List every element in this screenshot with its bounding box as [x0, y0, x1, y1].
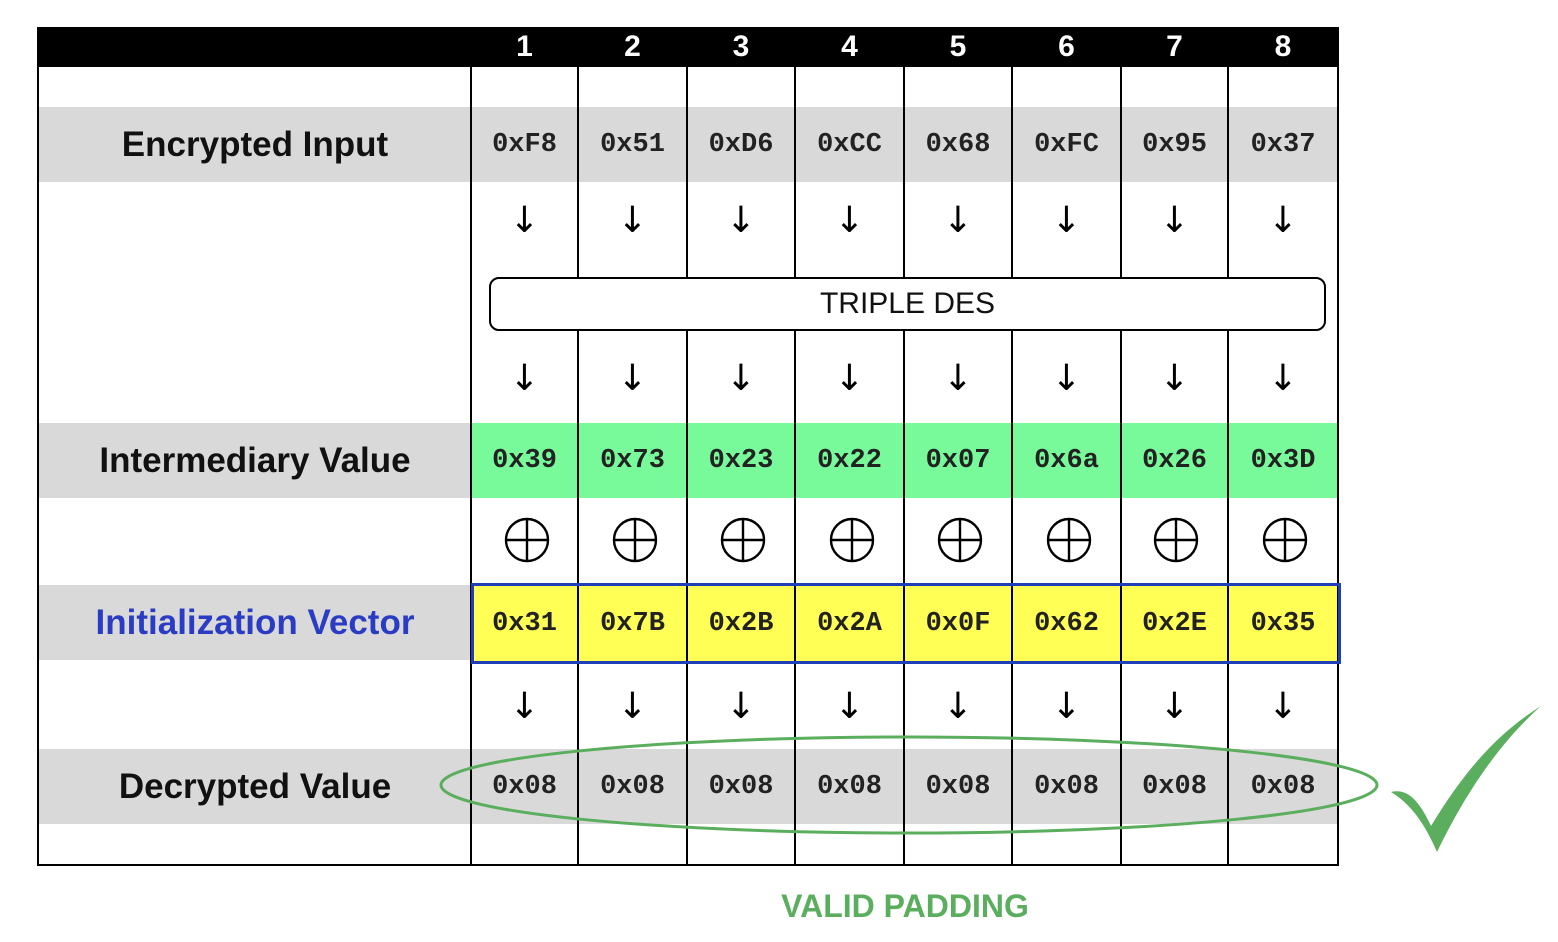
valid-padding-label: VALID PADDING — [781, 887, 1029, 924]
down-arrow-icon: ↓ — [1051, 357, 1082, 399]
encrypted-input-label: Encrypted Input — [121, 124, 389, 164]
encrypted-byte: 0x95 — [1142, 129, 1207, 160]
iv-byte: 0x2A — [817, 608, 882, 639]
down-arrow-icon: ↓ — [509, 357, 540, 399]
column-divider — [577, 27, 579, 866]
down-arrow-icon: ↓ — [1267, 199, 1299, 241]
intermediary-byte: 0x26 — [1142, 445, 1207, 476]
xor-icon — [1153, 517, 1199, 563]
valid-padding-ellipse — [439, 735, 1379, 835]
column-divider — [903, 27, 905, 866]
iv-byte: 0x31 — [492, 608, 557, 639]
iv-byte: 0x35 — [1250, 608, 1316, 639]
intermediary-byte: 0x39 — [492, 445, 557, 476]
intermediary-byte: 0x07 — [925, 445, 991, 476]
decrypted-byte: 0x08 — [925, 771, 991, 802]
intermediary-row-fill — [471, 423, 1339, 498]
encrypted-byte: 0xF8 — [492, 129, 557, 160]
column-divider — [686, 27, 688, 866]
checkmark-icon — [1391, 706, 1541, 852]
down-arrow-icon: ↓ — [725, 685, 757, 727]
down-arrow-icon: ↓ — [1051, 199, 1082, 241]
column-number: 4 — [841, 30, 858, 63]
intermediary-value-label: Intermediary Value — [99, 440, 411, 480]
iv-byte: 0x0F — [925, 608, 991, 639]
decrypted-byte: 0x08 — [1250, 771, 1316, 802]
intermediary-row-band — [39, 423, 471, 498]
down-arrow-icon: ↓ — [942, 357, 974, 399]
iv-byte: 0x62 — [1034, 608, 1099, 639]
down-arrow-icon: ↓ — [1159, 685, 1190, 727]
iv-byte: 0x2E — [1142, 608, 1207, 639]
down-arrow-icon: ↓ — [1159, 357, 1190, 399]
down-arrow-icon: ↓ — [834, 199, 865, 241]
decrypted-byte: 0x08 — [600, 771, 665, 802]
intermediary-byte: 0x3D — [1250, 445, 1316, 476]
column-divider — [1227, 27, 1229, 866]
column-number: 6 — [1058, 30, 1075, 63]
down-arrow-icon: ↓ — [617, 199, 648, 241]
encrypted-byte: 0xD6 — [708, 129, 774, 160]
column-divider — [794, 27, 796, 866]
triple-des-block: TRIPLE DES — [489, 277, 1326, 331]
column-number: 2 — [624, 30, 641, 63]
column-number: 1 — [516, 30, 533, 63]
down-arrow-icon: ↓ — [725, 199, 757, 241]
down-arrow-icon: ↓ — [942, 685, 974, 727]
down-arrow-icon: ↓ — [834, 685, 865, 727]
initialization-vector-label: Initialization Vector — [95, 602, 415, 642]
encrypted-byte: 0x37 — [1250, 129, 1316, 160]
iv-highlight-outline — [471, 583, 1341, 664]
iv-row-fill — [471, 585, 1341, 664]
column-divider — [470, 27, 472, 866]
down-arrow-icon: ↓ — [509, 685, 540, 727]
intermediary-byte: 0x73 — [600, 445, 665, 476]
xor-icon — [612, 517, 658, 563]
down-arrow-icon: ↓ — [1051, 685, 1082, 727]
iv-byte: 0x7B — [600, 608, 665, 639]
xor-icon — [829, 517, 875, 563]
column-divider — [1120, 27, 1122, 866]
intermediary-byte: 0x6a — [1034, 445, 1099, 476]
column-number: 3 — [732, 30, 750, 63]
decrypted-byte: 0x08 — [817, 771, 882, 802]
down-arrow-icon: ↓ — [1159, 199, 1190, 241]
down-arrow-icon: ↓ — [942, 199, 974, 241]
xor-icon — [1262, 517, 1308, 563]
encrypted-byte: 0x68 — [925, 129, 991, 160]
decrypted-value-label: Decrypted Value — [118, 766, 392, 806]
decrypted-byte: 0x08 — [708, 771, 774, 802]
column-number: 5 — [949, 30, 967, 63]
down-arrow-icon: ↓ — [1267, 357, 1299, 399]
intermediary-byte: 0x23 — [708, 445, 774, 476]
column-divider — [1011, 27, 1013, 866]
column-number: 8 — [1274, 30, 1292, 63]
down-arrow-icon: ↓ — [509, 199, 540, 241]
column-header-bar — [37, 27, 1339, 67]
decrypted-byte: 0x08 — [1034, 771, 1099, 802]
iv-byte: 0x2B — [708, 608, 774, 639]
iv-row-band — [39, 585, 471, 660]
decrypted-byte: 0x08 — [492, 771, 557, 802]
xor-icon — [720, 517, 766, 563]
encrypted-byte: 0xFC — [1034, 129, 1099, 160]
decrypted-byte: 0x08 — [1142, 771, 1207, 802]
down-arrow-icon: ↓ — [617, 685, 648, 727]
column-number: 7 — [1166, 30, 1183, 63]
xor-icon — [937, 517, 983, 563]
down-arrow-icon: ↓ — [1267, 685, 1299, 727]
down-arrow-icon: ↓ — [725, 357, 757, 399]
intermediary-byte: 0x22 — [817, 445, 882, 476]
encrypted-byte: 0x51 — [600, 129, 665, 160]
down-arrow-icon: ↓ — [617, 357, 648, 399]
xor-icon — [504, 517, 550, 563]
xor-icon — [1046, 517, 1092, 563]
down-arrow-icon: ↓ — [834, 357, 865, 399]
encrypted-byte: 0xCC — [817, 129, 882, 160]
